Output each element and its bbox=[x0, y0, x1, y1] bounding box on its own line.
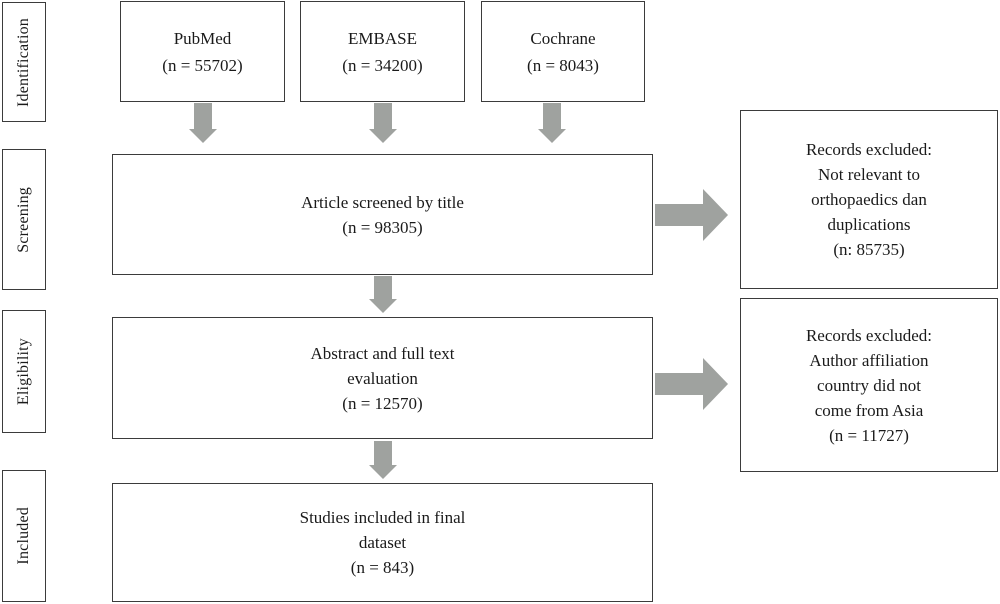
included-label: dataset bbox=[358, 533, 407, 552]
excluded-eligibility-reason: come from Asia bbox=[814, 400, 924, 420]
arrow-cochrane-to-screening bbox=[538, 103, 566, 143]
stage-screening: Screening bbox=[2, 149, 46, 290]
included-box: Studies included in final dataset (n = 8… bbox=[112, 483, 653, 602]
embase-label: EMBASE bbox=[348, 28, 417, 48]
assessed-label: evaluation bbox=[347, 368, 418, 388]
arrow-pubmed-to-screening bbox=[189, 103, 217, 143]
assessed-box: Abstract and full text evaluation (n = 1… bbox=[112, 317, 653, 439]
stage-screening-label: Screening bbox=[15, 186, 32, 253]
pubmed-label: PubMed bbox=[173, 28, 232, 48]
excluded-eligibility-count: (n = 11727) bbox=[829, 425, 909, 445]
stage-included-label: Included bbox=[15, 507, 32, 565]
excluded-eligibility-box: Records excluded: Author affiliation cou… bbox=[740, 298, 998, 472]
screened-label: Article screened by title bbox=[301, 192, 464, 212]
pubmed-box: PubMed (n = 55702) bbox=[120, 1, 285, 102]
screened-box: Article screened by title (n = 98305) bbox=[112, 154, 653, 275]
arrow-assessed-to-included bbox=[369, 441, 397, 479]
included-label: Studies included in final bbox=[299, 508, 466, 527]
stage-identification-label: Identification bbox=[15, 17, 32, 107]
assessed-label: Abstract and full text bbox=[310, 343, 455, 363]
pubmed-count: (n = 55702) bbox=[162, 55, 243, 75]
assessed-count: (n = 12570) bbox=[342, 393, 423, 413]
excluded-screening-title: Records excluded: bbox=[805, 140, 933, 159]
stage-eligibility-label: Eligibility bbox=[15, 337, 32, 406]
stage-eligibility: Eligibility bbox=[2, 310, 46, 433]
cochrane-count: (n = 8043) bbox=[527, 55, 599, 75]
embase-count: (n = 34200) bbox=[342, 55, 423, 75]
arrow-screened-to-assessed bbox=[369, 276, 397, 313]
arrow-screened-to-excluded bbox=[655, 189, 728, 241]
excluded-screening-box: Records excluded: Not relevant to orthop… bbox=[740, 110, 998, 289]
excluded-screening-reason: duplications bbox=[827, 215, 911, 234]
excluded-screening-reason: orthopaedics dan bbox=[811, 190, 927, 209]
stage-identification: Identification bbox=[2, 2, 46, 122]
excluded-screening-count: (n: 85735) bbox=[833, 240, 905, 259]
cochrane-box: Cochrane (n = 8043) bbox=[481, 1, 645, 102]
excluded-eligibility-reason: country did not bbox=[817, 375, 921, 395]
screened-count: (n = 98305) bbox=[342, 217, 423, 237]
excluded-eligibility-reason: Author affiliation bbox=[809, 350, 929, 370]
excluded-eligibility-title: Records excluded: bbox=[805, 325, 933, 345]
embase-box: EMBASE (n = 34200) bbox=[300, 1, 465, 102]
stage-included: Included bbox=[2, 470, 46, 602]
arrow-assessed-to-excluded bbox=[655, 358, 728, 410]
arrow-embase-to-screening bbox=[369, 103, 397, 143]
cochrane-label: Cochrane bbox=[530, 28, 596, 48]
excluded-screening-reason: Not relevant to bbox=[818, 165, 920, 184]
included-count: (n = 843) bbox=[350, 558, 415, 577]
